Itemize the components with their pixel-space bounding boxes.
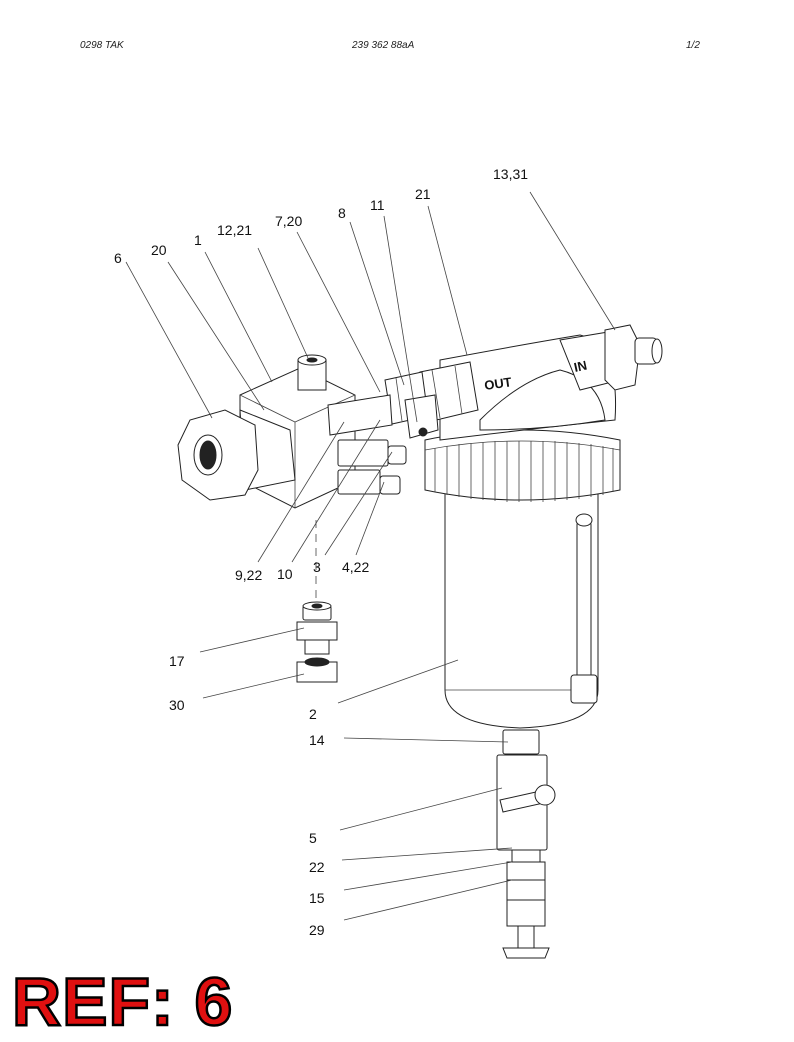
callout-10: 10 xyxy=(277,566,293,582)
callout-1: 1 xyxy=(194,232,202,248)
callout-29: 29 xyxy=(309,922,325,938)
large-nut xyxy=(177,409,296,501)
callout-21: 21 xyxy=(415,186,431,202)
bowl-collar xyxy=(424,429,621,502)
callout-5: 5 xyxy=(309,830,317,846)
loose-fittings xyxy=(296,520,338,683)
callout-3: 3 xyxy=(313,559,321,575)
callout-6: 6 xyxy=(114,250,122,266)
callout-11: 11 xyxy=(370,197,385,213)
callout-12-21: 12,21 xyxy=(217,222,252,238)
callout-8: 8 xyxy=(338,205,346,221)
reference-label: REF: 6 xyxy=(11,964,234,1040)
drain-valve xyxy=(496,729,556,959)
filter-head xyxy=(384,324,663,441)
callout-20: 20 xyxy=(151,242,167,258)
leader-lines xyxy=(125,191,616,921)
callout-17: 17 xyxy=(169,653,185,669)
header-center: 239 362 88aA xyxy=(352,40,415,51)
header-left: 0298 TAK xyxy=(80,40,124,51)
callout-9-22: 9,22 xyxy=(235,567,262,583)
callout-14: 14 xyxy=(309,732,325,748)
outlet-marking: OUT xyxy=(483,374,512,393)
callout-7-20: 7,20 xyxy=(275,213,302,229)
callout-13-31: 13,31 xyxy=(493,166,528,182)
callout-30: 30 xyxy=(169,697,185,713)
inlet-marking: IN xyxy=(573,358,589,375)
filter-bowl xyxy=(444,469,599,729)
header-right: 1/2 xyxy=(686,40,700,51)
callout-4-22: 4,22 xyxy=(342,559,369,575)
callout-15: 15 xyxy=(309,890,325,906)
callout-22: 22 xyxy=(309,859,325,875)
callout-2: 2 xyxy=(309,706,317,722)
